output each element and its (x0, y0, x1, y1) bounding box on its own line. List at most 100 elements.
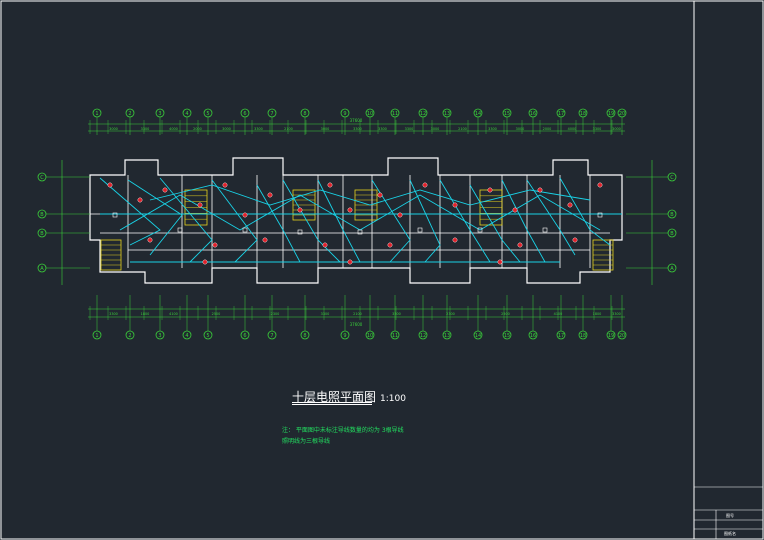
switch-box (357, 229, 363, 235)
switch-box (597, 212, 603, 218)
light-fixture (322, 242, 328, 248)
axis-label-bottom: 19 (608, 333, 614, 339)
light-fixture (497, 259, 503, 265)
axis-label-left: B (40, 231, 44, 237)
dim-segment-top: 3300 (141, 127, 150, 131)
drawing-scale: 1:100 (380, 394, 406, 404)
axis-label-top: 18 (580, 111, 586, 117)
light-fixture (347, 259, 353, 265)
dim-segment-top: 3300 (488, 127, 497, 131)
note-line-1: 注： 平面图中未标注导线数量的均为 3根导线 (282, 427, 404, 434)
dim-segment-top: 3300 (353, 127, 362, 131)
wiring-run (501, 179, 546, 263)
axis-label-bottom: 11 (392, 333, 398, 339)
axis-label-bottom: 17 (558, 333, 564, 339)
title-underline (292, 404, 372, 405)
wall (89, 157, 623, 284)
axis-label-top: 14 (475, 111, 481, 117)
dim-segment-bottom: 1800 (593, 312, 602, 316)
dim-segment-bottom: 3300 (392, 312, 401, 316)
light-fixture (222, 182, 228, 188)
axis-label-bottom: 14 (475, 333, 481, 339)
dim-segment-top: 3300 (593, 127, 602, 131)
light-fixture (242, 212, 248, 218)
axis-label-top: 20 (619, 111, 625, 117)
dim-segment-bottom: 2500 (501, 312, 510, 316)
title-block-cell-2: 图纸名 (724, 531, 736, 536)
dim-segment-top: 3300 (254, 127, 263, 131)
axis-grid: 1122334455667788991010111112121313141415… (37, 108, 677, 340)
axis-label-bottom: 13 (444, 333, 450, 339)
title-underline (292, 402, 372, 403)
axis-label-bottom: 20 (619, 333, 625, 339)
dim-segment-bottom: 3300 (321, 312, 330, 316)
wiring-run (149, 184, 591, 206)
wiring-run (127, 179, 183, 256)
dim-segment-top: 3300 (378, 127, 387, 131)
light-fixture (327, 182, 333, 188)
axis-label-top: 17 (558, 111, 564, 117)
axis-label-bottom: 3 (158, 333, 161, 339)
wiring-run (469, 184, 521, 263)
dim-segment-bottom: 2300 (271, 312, 280, 316)
title-block-cell-1: 图号 (726, 513, 734, 518)
wiring-run (371, 179, 411, 263)
dim-segment-top: 3000 (321, 127, 330, 131)
dim-segment-top: 3000 (431, 127, 440, 131)
switch-box (477, 227, 483, 233)
axis-label-top: 1 (95, 111, 98, 117)
axis-label-left: B (40, 212, 44, 218)
light-fixture (267, 192, 273, 198)
light-fixture (202, 259, 208, 265)
wiring-run (317, 179, 361, 263)
dim-segment-top: 4000 (169, 127, 178, 131)
light-fixture (387, 242, 393, 248)
light-fixture (452, 237, 458, 243)
axis-label-bottom: 4 (185, 333, 188, 339)
axis-label-top: 16 (530, 111, 536, 117)
axis-label-top: 7 (270, 111, 273, 117)
light-fixture (212, 242, 218, 248)
wiring-run (282, 179, 341, 263)
dim-segment-bottom: 3300 (612, 312, 621, 316)
axis-label-bottom: 5 (206, 333, 209, 339)
light-fixture (162, 187, 168, 193)
axis-label-top: 10 (367, 111, 373, 117)
switch-box (177, 227, 183, 233)
axis-label-right: B (670, 231, 674, 237)
switch-box (542, 227, 548, 233)
axis-label-top: 4 (185, 111, 188, 117)
axis-label-top: 15 (504, 111, 510, 117)
wiring-run (409, 179, 441, 263)
dim-segment-top: 2000 (193, 127, 202, 131)
light-fixture (567, 202, 573, 208)
light-fixture (422, 182, 428, 188)
floor-plan (89, 157, 623, 284)
wiring-run (211, 179, 258, 263)
dim-segment-top: 2100 (284, 127, 293, 131)
axis-label-bottom: 1 (95, 333, 98, 339)
light-fixture (377, 192, 383, 198)
axis-label-bottom: 12 (420, 333, 426, 339)
light-fixture (147, 237, 153, 243)
dim-segment-bottom: 2300 (446, 312, 455, 316)
axis-label-right: A (670, 266, 674, 272)
light-fixture (347, 207, 353, 213)
dim-segment-top: 3300 (405, 127, 414, 131)
light-fixture (297, 207, 303, 213)
dim-segment-bottom: 1800 (141, 312, 150, 316)
wiring-run (256, 184, 301, 263)
axis-label-bottom: 10 (367, 333, 373, 339)
axis-label-bottom: 18 (580, 333, 586, 339)
dim-segment-top: 3000 (516, 127, 525, 131)
light-fixture (397, 212, 403, 218)
switch-box (242, 227, 248, 233)
light-fixture (517, 242, 523, 248)
dim-segment-top: 2000 (543, 127, 552, 131)
axis-label-top: 11 (392, 111, 398, 117)
light-fixture (137, 197, 143, 203)
wiring-run (159, 177, 213, 263)
